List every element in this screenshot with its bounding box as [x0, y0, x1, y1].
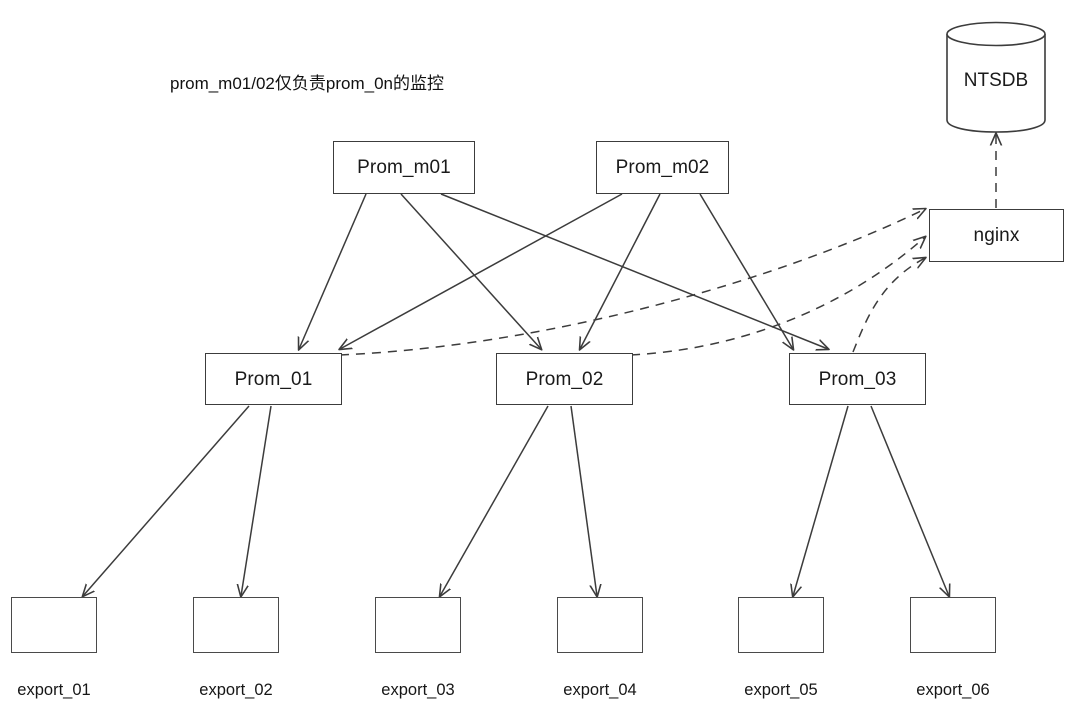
node-prom-m01-label: Prom_m01	[357, 157, 451, 178]
node-export-06-label: export_06	[916, 681, 990, 699]
edge-prom-m01-to-prom-03	[440, 193, 828, 349]
node-prom-m01[interactable]: Prom_m01	[333, 141, 475, 194]
edge-prom-02-to-nginx-dashed	[630, 237, 925, 356]
node-prom-03-label: Prom_03	[818, 368, 897, 390]
edge-prom-m02-to-prom-02	[580, 193, 661, 349]
edge-prom-m01-to-prom-02	[400, 193, 541, 349]
edge-prom-03-to-export-06	[870, 405, 949, 596]
node-prom-m02-label: Prom_m02	[615, 157, 710, 178]
edge-prom-03-to-nginx-dashed	[852, 258, 925, 353]
edge-prom-03-to-export-05	[793, 405, 849, 596]
node-nginx[interactable]: nginx	[929, 209, 1064, 262]
edge-prom-01-to-export-02	[241, 405, 272, 596]
edge-prom-02-to-export-04	[570, 405, 597, 596]
node-export-02[interactable]	[193, 597, 279, 653]
node-export-05[interactable]	[738, 597, 824, 653]
node-nginx-label: nginx	[973, 225, 1020, 246]
node-ntsdb[interactable]: NTSDB	[944, 20, 1048, 134]
node-export-04-label: export_04	[563, 681, 637, 699]
edge-prom-02-to-export-03	[440, 405, 549, 596]
node-prom-m02[interactable]: Prom_m02	[596, 141, 729, 194]
node-export-05-label: export_05	[744, 681, 818, 699]
node-export-03-label: export_03	[381, 681, 455, 699]
node-prom-02[interactable]: Prom_02	[496, 353, 633, 405]
node-prom-03[interactable]: Prom_03	[789, 353, 926, 405]
edge-prom-01-to-export-01	[83, 405, 250, 596]
node-prom-01[interactable]: Prom_01	[205, 353, 342, 405]
edge-prom-01-to-nginx-dashed	[339, 209, 925, 356]
diagram-title: prom_m01/02仅负责prom_0n的监控	[170, 74, 444, 93]
node-prom-02-label: Prom_02	[525, 368, 604, 390]
node-export-01[interactable]	[11, 597, 97, 653]
node-ntsdb-label: NTSDB	[963, 70, 1029, 91]
edge-prom-m02-to-prom-01	[340, 193, 623, 349]
edge-prom-m02-to-prom-03	[699, 193, 793, 349]
database-cylinder-icon	[946, 21, 1046, 133]
node-export-04[interactable]	[557, 597, 643, 653]
node-export-06[interactable]	[910, 597, 996, 653]
node-export-03[interactable]	[375, 597, 461, 653]
node-prom-01-label: Prom_01	[234, 368, 313, 390]
node-export-01-label: export_01	[17, 681, 91, 699]
edge-prom-m01-to-prom-01	[299, 193, 367, 349]
node-export-02-label: export_02	[199, 681, 273, 699]
